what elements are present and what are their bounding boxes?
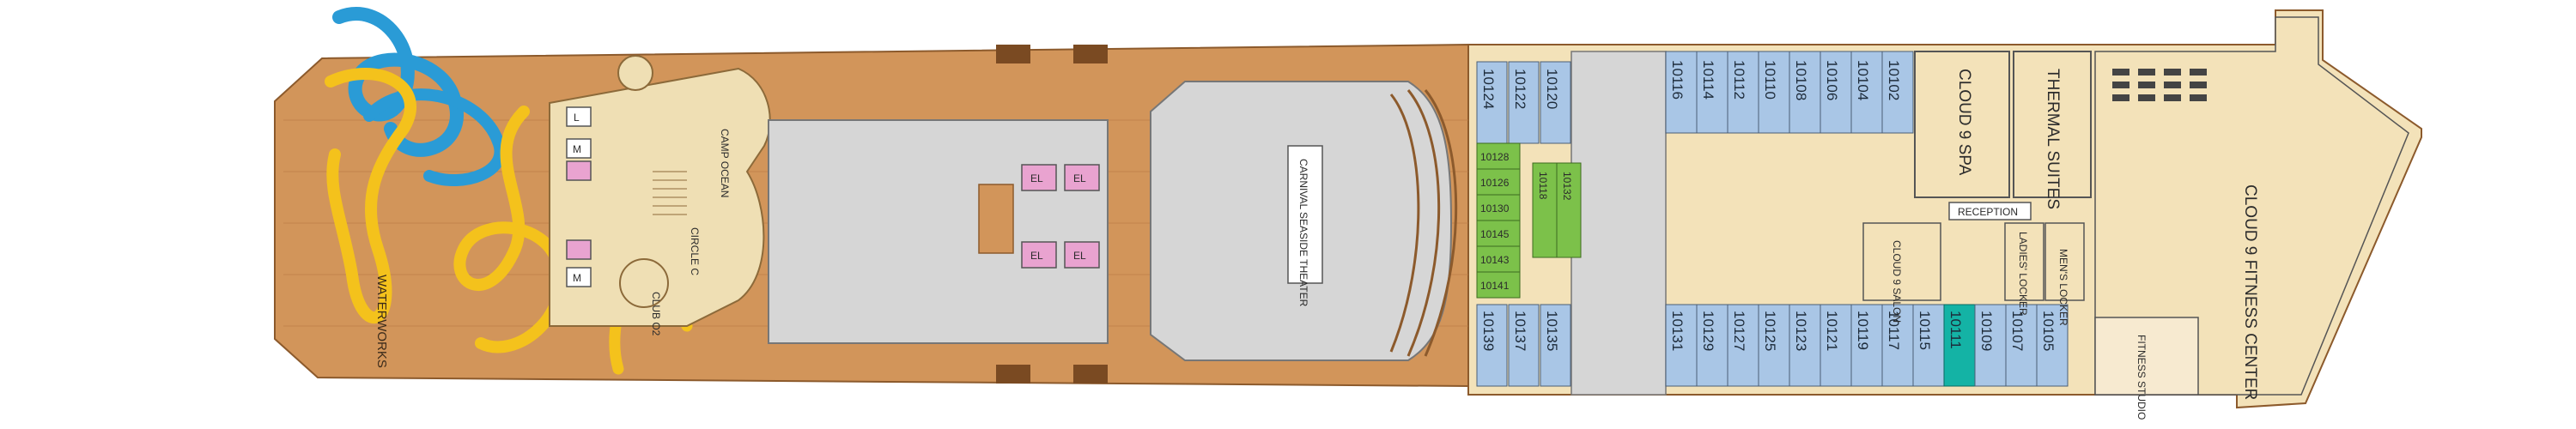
mid-atrium-elevators: EL EL EL EL [978, 164, 1100, 269]
green-cabins-left: 10128 10126 10130 10145 10143 10141 [1476, 142, 1521, 299]
cabin-10131: 10131 [1669, 311, 1686, 351]
mens-locker-block [2044, 222, 2085, 301]
cabin-10135: 10135 [1544, 311, 1560, 351]
elevator-pink-aft-1 [566, 160, 592, 181]
cabin-10119: 10119 [1855, 311, 1871, 350]
cabin-10112: 10112 [1731, 60, 1747, 100]
cabin-10125: 10125 [1762, 311, 1778, 351]
el-label-4: EL [1073, 250, 1086, 262]
cabin-10126g: 10126 [1480, 177, 1510, 189]
spa-label: CLOUD 9 SPA [1955, 69, 1973, 176]
fwd-cabins-bottom: 10131 10129 10127 10125 10123 10121 1011… [1665, 304, 2069, 387]
symbol-ladies: L [574, 112, 580, 124]
aft-cabin-column-top: 10124 10122 10120 [1476, 61, 1571, 144]
cabin-10116: 10116 [1669, 60, 1686, 100]
ladies-locker-block [2004, 222, 2044, 301]
salon-label: CLOUD 9 SALON [1891, 240, 1903, 323]
cabin-10105: 10105 [2040, 311, 2057, 351]
fitness-center-label: CLOUD 9 FITNESS CENTER [2241, 184, 2259, 400]
fitness-equipment [2112, 69, 2207, 101]
elevator-pink-aft-2 [566, 239, 592, 260]
cabin-10115: 10115 [1917, 311, 1933, 350]
cabin-10129: 10129 [1700, 311, 1716, 351]
thermal-suites-label: THERMAL SUITES [2044, 69, 2062, 209]
fitness-studio-label: FITNESS STUDIO [2136, 335, 2148, 420]
reception-label: RECEPTION [1958, 206, 2018, 218]
symbol-men-2: M [573, 272, 581, 284]
camp-ocean-stairs [653, 171, 687, 215]
aft-cabin-column-bottom: 10139 10137 10135 [1476, 304, 1571, 387]
cabin-10123: 10123 [1793, 311, 1809, 351]
cabin-10104: 10104 [1855, 60, 1871, 100]
cabin-10121: 10121 [1824, 311, 1840, 351]
cabin-10108: 10108 [1793, 60, 1809, 100]
cabin-10127: 10127 [1731, 311, 1747, 351]
cabin-10139: 10139 [1480, 311, 1497, 351]
theater-sign [1287, 145, 1323, 284]
fwd-grey-block [1571, 51, 1667, 396]
camp-ocean-label: CAMP OCEAN [719, 129, 731, 197]
club-o2-label: CLUB O2 [650, 292, 662, 336]
cabin-10109: 10109 [1978, 311, 1995, 351]
cabin-10128: 10128 [1480, 151, 1510, 163]
cabin-10130: 10130 [1480, 202, 1510, 214]
mens-locker-label: MEN'S LOCKER [2057, 249, 2069, 326]
camp-ocean-play-circle [619, 258, 669, 308]
cabin-10111: 10111 [1947, 311, 1964, 349]
green-cabins-right: 10118 10132 [1532, 162, 1582, 258]
cabin-10124: 10124 [1480, 69, 1497, 109]
deck-stairs [996, 45, 1108, 384]
cabin-10120: 10120 [1544, 69, 1560, 109]
salon-block [1862, 222, 1941, 301]
aft-restroom-block: L M M [566, 106, 592, 287]
cabin-10143: 10143 [1480, 254, 1510, 266]
el-label-3: EL [1030, 250, 1043, 262]
symbol-men: M [573, 143, 581, 155]
cabin-10132: 10132 [1561, 172, 1573, 201]
cabin-10122: 10122 [1512, 69, 1528, 109]
thermal-suites-block [2013, 51, 2092, 198]
cabin-10114: 10114 [1700, 60, 1716, 100]
theater-label: CARNIVAL SEASIDE THEATER [1297, 159, 1309, 307]
fwd-cabins-top: 10116 10114 10112 10110 10108 10106 1010… [1665, 51, 1914, 134]
slide-yellow [325, 68, 416, 323]
cabin-10118: 10118 [1537, 172, 1549, 200]
fitness-studio-block [2094, 317, 2199, 396]
cabin-10141: 10141 [1480, 280, 1510, 292]
cabin-10107: 10107 [2009, 311, 2026, 351]
reception-box[interactable] [1948, 202, 2032, 221]
circle-c-label: CIRCLE C [689, 227, 701, 275]
waterworks-label: WATERWORKS [374, 275, 389, 368]
cabin-10145: 10145 [1480, 228, 1510, 240]
cabin-10106: 10106 [1824, 60, 1840, 100]
cabin-10102: 10102 [1886, 60, 1902, 100]
theater-seating [1389, 89, 1458, 357]
ladies-locker-label: LADIES' LOCKER [2017, 232, 2029, 316]
camp-ocean-round [617, 55, 653, 91]
cabin-10117: 10117 [1886, 311, 1902, 350]
spa-block [1914, 51, 2010, 198]
el-label-1: EL [1030, 172, 1043, 184]
stair-mid [978, 184, 1014, 254]
camp-ocean-area: CAMP OCEAN CIRCLE C CLUB O2 [549, 55, 771, 336]
mid-atrium-floor [768, 119, 1109, 344]
cabin-10137: 10137 [1512, 311, 1528, 351]
el-label-2: EL [1073, 172, 1086, 184]
cabin-10110: 10110 [1762, 60, 1778, 100]
